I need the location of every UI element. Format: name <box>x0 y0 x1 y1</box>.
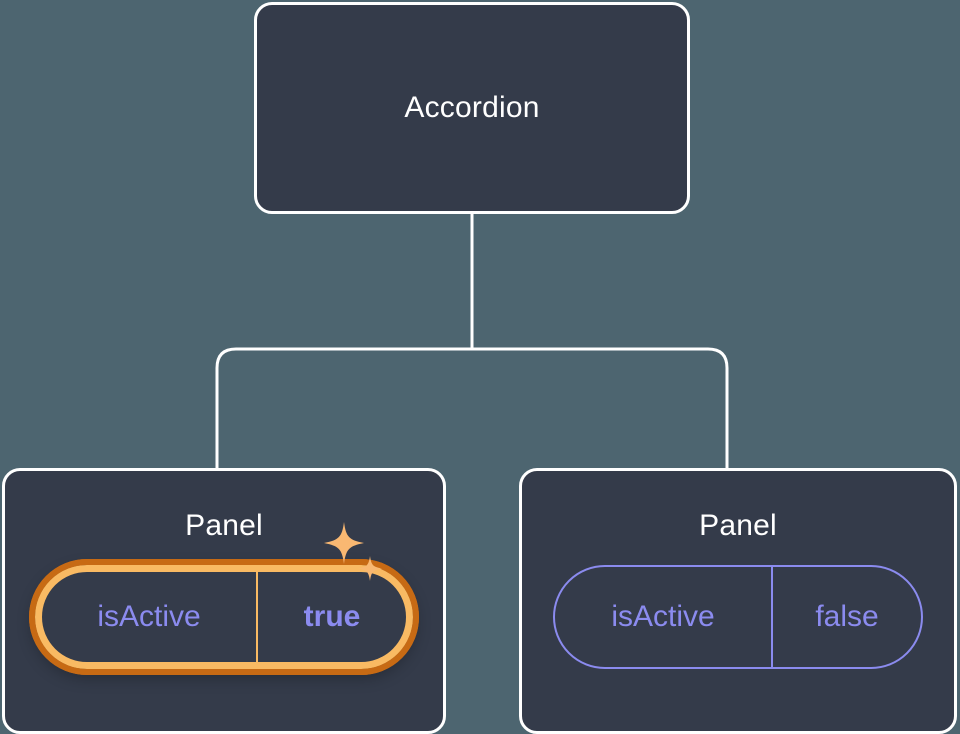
prop-key-panel-0: isActive <box>42 572 258 662</box>
node-panel-1[interactable]: Panel isActive false <box>519 468 957 734</box>
prop-key-panel-1: isActive <box>555 567 773 667</box>
prop-value-panel-1: false <box>815 600 879 633</box>
node-panel-0[interactable]: Panel isActive true <box>2 468 446 734</box>
connector-branch-bar <box>215 347 729 468</box>
prop-value-panel-0: true <box>303 600 361 633</box>
node-accordion[interactable]: Accordion <box>254 2 690 214</box>
node-title-panel-1: Panel <box>699 509 777 542</box>
prop-pill-panel-0[interactable]: isActive true <box>29 522 419 675</box>
node-title-panel-0: Panel <box>185 509 263 542</box>
node-title-accordion: Accordion <box>404 91 540 124</box>
prop-pill-panel-1[interactable]: isActive false <box>553 565 923 669</box>
